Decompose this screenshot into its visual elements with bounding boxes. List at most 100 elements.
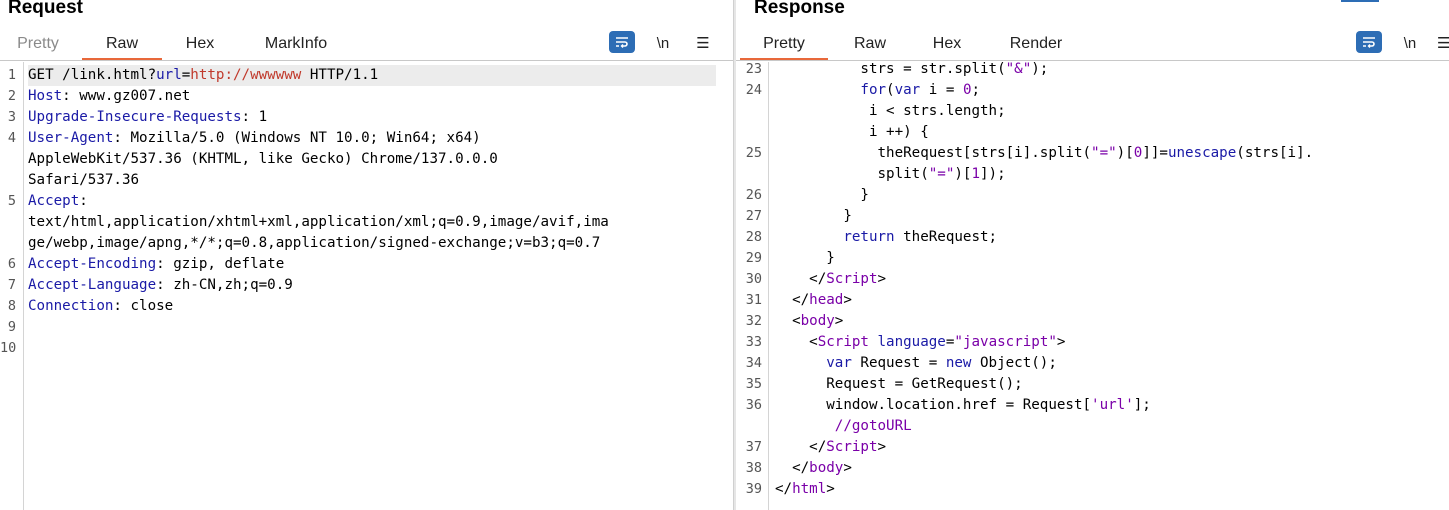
response-tab-hex[interactable]: Hex <box>932 35 962 52</box>
code-token: : Mozilla/5.0 (Windows NT 10.0; Win64; x… <box>113 130 481 146</box>
code-text: GET /link.html?url=http://wwwwww HTTP/1.… <box>28 65 716 86</box>
code-token: > <box>1056 334 1066 350</box>
code-token: theRequest; <box>894 229 998 245</box>
request-tab-markinfo[interactable]: MarkInfo <box>264 35 328 52</box>
menu-icon[interactable]: ☰ <box>1437 35 1449 52</box>
line-number: 30 <box>745 271 762 287</box>
code-line: 28 return theRequest; <box>736 227 1449 248</box>
code-token: Connection <box>28 298 114 314</box>
code-text: Safari/537.36 <box>28 170 139 191</box>
response-tab-raw[interactable]: Raw <box>853 35 886 52</box>
request-title: Request <box>8 0 83 18</box>
line-number: 2 <box>7 88 16 104</box>
code-text: AppleWebKit/537.36 (KHTML, like Gecko) C… <box>28 149 498 170</box>
code-text: Connection: close <box>28 296 173 317</box>
line-number: 39 <box>745 481 762 497</box>
response-tab-pretty[interactable]: Pretty <box>740 31 828 61</box>
line-number: 27 <box>745 208 762 224</box>
code-token: = <box>945 334 955 350</box>
code-token: (strs[i]. <box>1236 145 1314 161</box>
code-token <box>775 418 835 434</box>
line-number: 3 <box>7 109 16 125</box>
line-number: 29 <box>745 250 762 266</box>
code-token: > <box>826 481 835 497</box>
line-number: 8 <box>7 298 16 314</box>
code-token: split( <box>775 166 929 182</box>
show-newlines-button[interactable]: \n <box>656 34 670 52</box>
code-text: theRequest[strs[i].split("=")[0]]=unesca… <box>775 143 1313 164</box>
code-token: 1 <box>971 166 981 182</box>
request-editor[interactable]: 1 GET /link.html?url=http://wwwwww HTTP/1… <box>0 62 733 510</box>
code-token: Script <box>826 271 878 287</box>
line-number: 31 <box>745 292 762 308</box>
code-token: < <box>775 313 801 329</box>
word-wrap-button[interactable] <box>609 31 635 53</box>
code-line: split("=")[1]); <box>736 164 1449 185</box>
request-tab-pretty[interactable]: Pretty <box>17 35 59 52</box>
line-number: 37 <box>745 439 762 455</box>
code-token: body <box>800 313 835 329</box>
code-token: < <box>775 334 818 350</box>
code-line: 32 <body> <box>736 311 1449 332</box>
code-token: body <box>809 460 844 476</box>
code-token: 0 <box>962 82 972 98</box>
code-text: <body> <box>775 311 843 332</box>
word-wrap-button[interactable] <box>1356 31 1382 53</box>
code-token: 0 <box>1133 145 1143 161</box>
code-line: i < strs.length; <box>736 101 1449 122</box>
request-tab-raw[interactable]: Raw <box>82 31 162 61</box>
code-line: 1 GET /link.html?url=http://wwwwww HTTP/1… <box>0 65 733 86</box>
code-line: 31 </head> <box>736 290 1449 311</box>
code-line: 36 window.location.href = Request['url']… <box>736 395 1449 416</box>
request-tab-hex[interactable]: Hex <box>185 35 215 52</box>
line-number: 32 <box>745 313 762 329</box>
code-text: </head> <box>775 290 852 311</box>
line-number: 23 <box>745 61 762 77</box>
code-token: Safari/537.36 <box>28 172 140 188</box>
response-tab-render[interactable]: Render <box>1009 35 1063 52</box>
code-text: split("=")[1]); <box>775 164 1006 185</box>
code-line: 9 <box>0 317 733 338</box>
code-line: 23 strs = str.split("&"); <box>736 59 1449 80</box>
code-token: "=" <box>928 166 955 182</box>
code-line: 27 } <box>736 206 1449 227</box>
code-text: i ++) { <box>775 122 929 143</box>
code-token: i = <box>920 82 963 98</box>
menu-icon[interactable]: ☰ <box>696 35 710 52</box>
code-token: : www.gz007.net <box>62 88 191 104</box>
code-token: GET /link.html? <box>28 67 157 83</box>
code-text: Accept-Encoding: gzip, deflate <box>28 254 284 275</box>
code-text: </body> <box>775 458 852 479</box>
code-token: : close <box>113 298 174 314</box>
code-text: Host: www.gz007.net <box>28 86 190 107</box>
code-token: 'url' <box>1091 397 1134 413</box>
code-text: return theRequest; <box>775 227 997 248</box>
code-token: </ <box>775 460 810 476</box>
code-token: ]; <box>1133 397 1151 413</box>
code-line: 25 theRequest[strs[i].split("=")[0]]=une… <box>736 143 1449 164</box>
code-text: ge/webp,image/apng,*/*;q=0.8,application… <box>28 233 600 254</box>
code-token: } <box>775 208 852 224</box>
code-token: ( <box>886 82 895 98</box>
code-token <box>869 334 878 350</box>
code-token: var <box>894 82 921 98</box>
code-token: Script <box>817 334 869 350</box>
code-text: window.location.href = Request['url']; <box>775 395 1151 416</box>
code-token: Accept-Language <box>28 277 157 293</box>
code-text: strs = str.split("&"); <box>775 59 1048 80</box>
line-number: 1 <box>7 67 16 83</box>
code-text: for(var i = 0; <box>775 80 980 101</box>
code-text: User-Agent: Mozilla/5.0 (Windows NT 10.0… <box>28 128 481 149</box>
request-pane: Request Pretty Raw Hex MarkInfo \n ☰ 1 GE… <box>0 0 733 510</box>
show-newlines-button[interactable]: \n <box>1403 34 1417 52</box>
code-token: > <box>843 292 852 308</box>
code-token: ; <box>971 82 981 98</box>
code-token: ]); <box>980 166 1006 182</box>
code-line: //gotoURL <box>736 416 1449 437</box>
code-token <box>775 229 843 245</box>
pane-splitter[interactable] <box>733 0 736 510</box>
line-number: 25 <box>745 145 762 161</box>
response-editor[interactable]: 23 strs = str.split("&");24 for(var i = … <box>736 59 1449 510</box>
code-line: 37 </Script> <box>736 437 1449 458</box>
